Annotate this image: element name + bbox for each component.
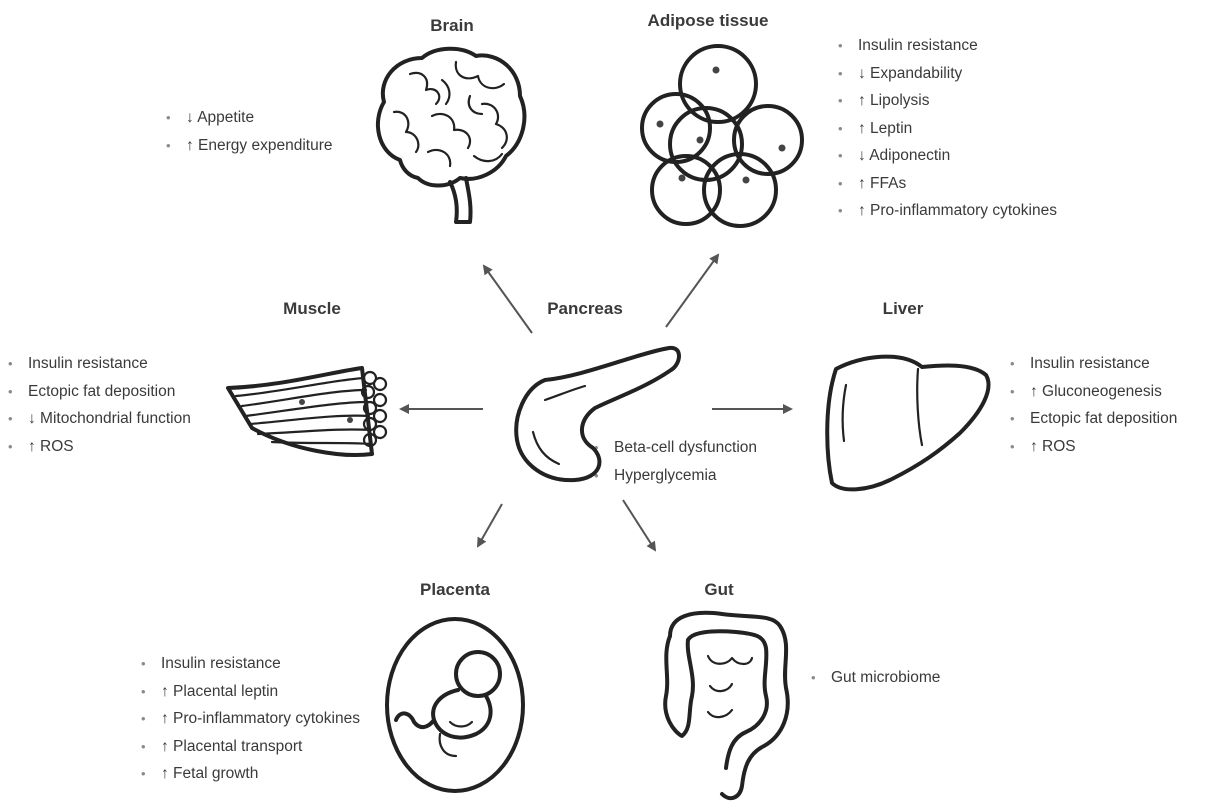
arrow-to-placenta (478, 504, 502, 546)
list-item: Insulin resistance (1008, 350, 1177, 378)
list-item: ↑ Placental transport (139, 733, 360, 761)
gut-effects: Gut microbiome (809, 664, 940, 692)
list-item: Ectopic fat deposition (6, 378, 191, 406)
placenta-title: Placenta (420, 580, 490, 600)
liver-effects: Insulin resistance ↑ Gluconeogenesis Ect… (1008, 350, 1177, 460)
list-item: Insulin resistance (836, 32, 1057, 60)
brain-icon (370, 40, 530, 230)
brain-title: Brain (430, 16, 473, 36)
list-item: ↑ Placental leptin (139, 678, 360, 706)
list-item: ↑ Lipolysis (836, 87, 1057, 115)
list-item: ↓ Mitochondrial function (6, 405, 191, 433)
list-item: ↓ Appetite (164, 104, 332, 132)
liver-title: Liver (883, 299, 924, 319)
placenta-effects: Insulin resistance ↑ Placental leptin ↑ … (139, 650, 360, 788)
list-item: ↑ Gluconeogenesis (1008, 378, 1177, 406)
list-item: ↑ ROS (6, 433, 191, 461)
arrow-to-gut (623, 500, 655, 550)
adipose-effects: Insulin resistance ↓ Expandability ↑ Lip… (836, 32, 1057, 225)
pancreas-icon (505, 340, 685, 490)
liver-icon (822, 345, 992, 495)
adipocytes-icon (630, 40, 810, 240)
list-item: ↑ Energy expenditure (164, 132, 332, 160)
adipose-title: Adipose tissue (648, 11, 769, 31)
list-item: ↑ ROS (1008, 433, 1177, 461)
list-item: ↑ Pro-inflammatory cytokines (836, 197, 1057, 225)
list-item: ↑ Leptin (836, 115, 1057, 143)
list-item: ↑ FFAs (836, 170, 1057, 198)
muscle-effects: Insulin resistance Ectopic fat depositio… (6, 350, 191, 460)
list-item: ↑ Pro-inflammatory cytokines (139, 705, 360, 733)
arrow-to-brain (484, 266, 532, 333)
pancreas-title: Pancreas (547, 299, 623, 319)
muscle-icon (222, 358, 392, 468)
list-item: ↓ Expandability (836, 60, 1057, 88)
list-item: Ectopic fat deposition (1008, 405, 1177, 433)
placenta-icon (380, 610, 530, 800)
brain-effects: ↓ Appetite ↑ Energy expenditure (164, 104, 332, 159)
list-item: Insulin resistance (6, 350, 191, 378)
gut-icon (652, 596, 797, 806)
arrow-to-adipose (666, 255, 718, 327)
list-item: Gut microbiome (809, 664, 940, 692)
list-item: Insulin resistance (139, 650, 360, 678)
muscle-title: Muscle (283, 299, 341, 319)
list-item: ↓ Adiponectin (836, 142, 1057, 170)
list-item: ↑ Fetal growth (139, 760, 360, 788)
